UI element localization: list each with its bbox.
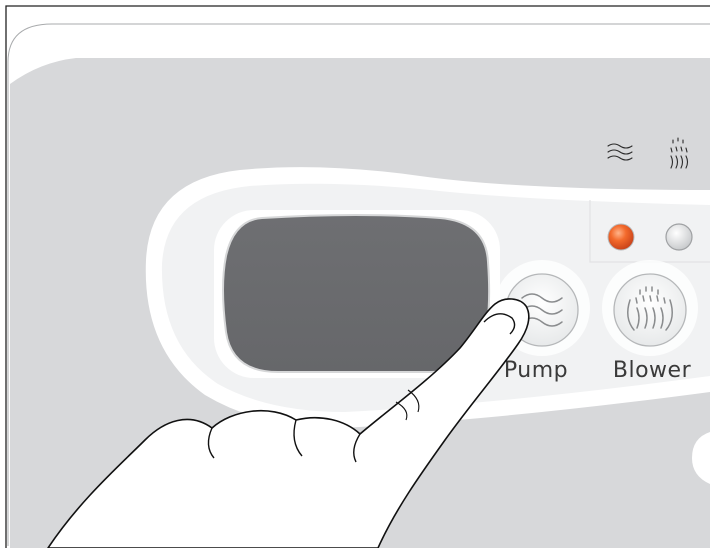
blower-button-label: Blower: [613, 358, 692, 383]
blower-button[interactable]: Blower: [602, 260, 698, 383]
pump-indicator-led: [608, 224, 634, 250]
blower-indicator-led: [666, 224, 692, 250]
pump-button-label: Pump: [504, 358, 568, 383]
